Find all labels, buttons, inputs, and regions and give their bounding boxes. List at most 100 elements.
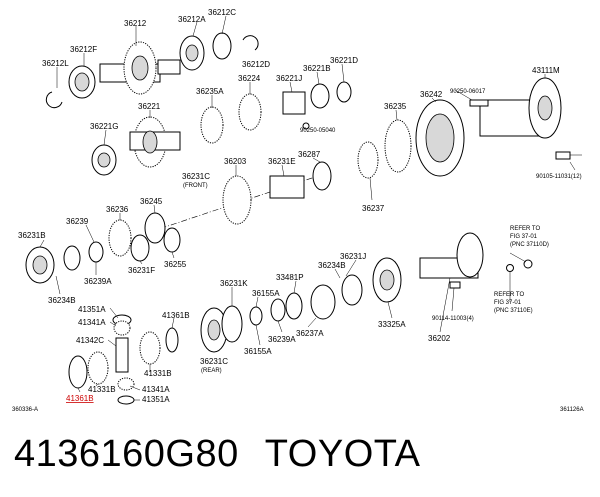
parts-differential-pinions <box>68 314 179 405</box>
washer-41361b <box>165 327 179 353</box>
differential-case-43111m <box>479 77 562 139</box>
leader-lines <box>39 15 576 401</box>
bolt-90114 <box>449 281 461 289</box>
label-36234b-left: 36234B <box>48 296 76 305</box>
label-43111m: 43111M <box>532 66 560 75</box>
washer-41361b-hl <box>68 355 88 389</box>
label-36212c: 36212C <box>208 8 236 17</box>
label-36231c-rear: 36231C <box>200 357 228 366</box>
nut-ref-37110d <box>523 259 533 269</box>
ref1-line3: (PNC 37110D) <box>510 242 549 248</box>
gear-36235a <box>200 106 224 144</box>
label-36224: 36224 <box>238 74 261 83</box>
label-41351a-bot: 41351A <box>142 395 170 404</box>
bearing-33481p <box>285 292 303 320</box>
bolt-90105 <box>555 151 582 160</box>
nut-ref-37110e <box>506 264 514 272</box>
gear-41331b-left <box>87 351 109 385</box>
exploded-parts-diagram: 36212 36212A 36212C 36212L 36212F 36212D… <box>12 8 584 413</box>
label-36202: 36202 <box>428 334 451 343</box>
label-36237: 36237 <box>362 204 385 213</box>
label-41331b-left: 41331B <box>88 385 116 394</box>
gear-shaft-36212 <box>99 41 181 95</box>
label-41361b-highlighted[interactable]: 41361B <box>66 394 94 403</box>
label-36221b: 36221B <box>303 64 331 73</box>
label-41341a-top: 41341A <box>78 318 106 327</box>
gear-36235 <box>384 119 412 173</box>
seal-36234b <box>341 274 363 306</box>
parts-center-shaft <box>108 161 332 257</box>
gear-36221 <box>129 116 181 168</box>
washer-36245 <box>144 212 166 244</box>
ring-36155a <box>249 306 263 326</box>
diagram-code-left: 360336-A <box>12 407 38 413</box>
label-41351a-top: 41351A <box>78 305 106 314</box>
label-36234b-mid: 36234B <box>318 261 346 270</box>
label-36239a-lower: 36239A <box>268 335 296 344</box>
ring-36239 <box>63 245 81 271</box>
parts-lower-right <box>200 232 533 353</box>
shaft-36202 <box>419 232 484 279</box>
bearing-36231e <box>269 175 305 199</box>
ring-36231k <box>221 305 243 343</box>
label-33325a: 33325A <box>378 320 406 329</box>
parts-differential-right <box>357 77 582 179</box>
label-36155a-lower: 36155A <box>244 347 272 356</box>
gear-36224 <box>238 93 262 131</box>
label-36237a: 36237A <box>296 329 324 338</box>
parts-left-input <box>25 227 181 284</box>
snap-ring-36212d <box>242 35 259 51</box>
label-36221g: 36221G <box>90 122 118 131</box>
note-rear: (REAR) <box>201 368 222 374</box>
label-36235: 36235 <box>384 102 407 111</box>
label-90114: 90114-11003(4) <box>432 316 474 322</box>
shaft-41342c <box>115 337 129 373</box>
gear-41331b-right <box>139 331 161 365</box>
part-number: 4136160G80 <box>14 433 239 475</box>
pinion-41341a-top <box>113 320 131 336</box>
brand-name: TOYOTA <box>264 433 421 475</box>
label-36287: 36287 <box>298 150 321 159</box>
label-36239: 36239 <box>66 217 89 226</box>
pin-90250-05040 <box>302 122 310 130</box>
label-33481p: 33481P <box>276 273 304 282</box>
label-36221j: 36221J <box>276 74 302 83</box>
label-36242: 36242 <box>420 90 443 99</box>
label-90250-06017: 90250-06017 <box>450 89 486 95</box>
label-36231c-front: 36231C <box>182 172 210 181</box>
label-36231j: 36231J <box>340 252 366 261</box>
label-41361b: 41361B <box>162 311 190 320</box>
label-41331b-right: 41331B <box>144 369 172 378</box>
note-front: (FRONT) <box>183 183 208 189</box>
label-36245: 36245 <box>140 197 163 206</box>
gear-36203 <box>222 175 252 225</box>
gear-36236 <box>108 219 132 257</box>
label-36221: 36221 <box>138 102 161 111</box>
label-36203: 36203 <box>224 157 247 166</box>
washer-41351a-bot <box>117 395 135 405</box>
pinion-41341a-bot <box>117 377 135 391</box>
label-90250-05040: 90250-05040 <box>300 128 336 134</box>
ref2-line2: FIG 37-01 <box>494 300 522 306</box>
label-36236: 36236 <box>106 205 129 214</box>
label-36221d: 36221D <box>330 56 358 65</box>
label-36212l: 36212L <box>42 59 69 68</box>
snap-ring-36212l <box>45 91 63 109</box>
ref2-line3: (PNC 37110E) <box>494 308 533 314</box>
pin-90250-06017 <box>469 99 489 107</box>
ref1-line1: REFER TO <box>510 226 540 232</box>
label-41341a-bot: 41341A <box>142 385 170 394</box>
label-36255: 36255 <box>164 260 187 269</box>
ring-36237a <box>310 284 336 320</box>
label-36231f: 36231F <box>128 266 155 275</box>
label-36231k: 36231K <box>220 279 248 288</box>
parts-top-row <box>45 32 259 109</box>
ref1-line2: FIG 37-01 <box>510 234 538 240</box>
ring-36255 <box>163 227 181 253</box>
label-36212a: 36212A <box>178 15 206 24</box>
ring-36212c <box>212 32 232 60</box>
part-caption: 4136160G80 TOYOTA <box>14 433 421 476</box>
bearing-36231f <box>130 234 150 262</box>
ref2-line1: REFER TO <box>494 292 524 298</box>
label-36212d: 36212D <box>242 60 270 69</box>
